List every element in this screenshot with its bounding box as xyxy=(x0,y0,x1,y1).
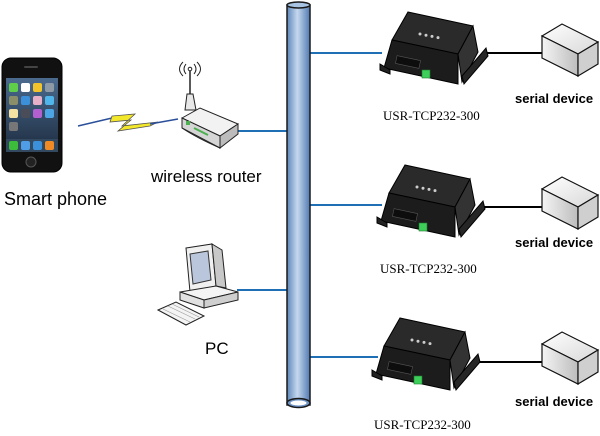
ethernet-bus xyxy=(286,1,311,409)
pc-icon xyxy=(156,243,239,326)
wireless-signal-icon xyxy=(77,113,179,132)
serial-device-label: serial device xyxy=(515,91,594,106)
serial-converter-icon xyxy=(376,164,486,239)
serial-device-icon xyxy=(540,23,600,78)
serial-device-label: serial device xyxy=(515,394,594,409)
wireless-router-icon xyxy=(179,61,240,150)
serial-device-label: serial device xyxy=(515,235,594,250)
serial-device-icon xyxy=(540,176,600,231)
pc-label: PC xyxy=(205,339,229,358)
router-label: wireless router xyxy=(151,167,262,186)
serial-converter-icon xyxy=(379,11,489,86)
converter-label: USR-TCP232-300 xyxy=(383,108,480,123)
smartphone-label: Smart phone xyxy=(4,189,108,209)
serial-converter-icon xyxy=(371,317,481,392)
converter-label: USR-TCP232-300 xyxy=(374,417,471,432)
converter-label: USR-TCP232-300 xyxy=(380,261,477,276)
serial-device-icon xyxy=(540,331,600,386)
smartphone-icon xyxy=(1,57,63,173)
